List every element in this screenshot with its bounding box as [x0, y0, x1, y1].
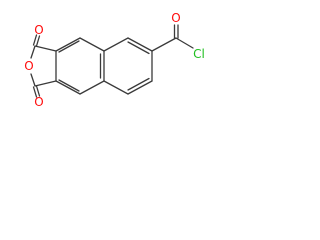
bond-c1-c9a: [34, 45, 57, 52]
chlorine-atom: Cl: [193, 47, 205, 61]
bond-lines: [30, 24, 194, 98]
bond-carbonyl-top-outer: [35, 35, 41, 47]
bond-c6-c5-double: [127, 77, 150, 91]
bond-c8-c7-double: [127, 41, 150, 55]
molecule-structure: O O O O Cl: [24, 11, 205, 109]
oxygen-atom-acyl: O: [171, 11, 180, 25]
bond-c9a-c9: [55, 37, 81, 52]
bond-c1-o-ring: [30, 45, 36, 59]
bond-carbonyl-bottom-inner: [32, 86, 38, 98]
oxygen-atom-top: O: [34, 23, 43, 37]
bond-c3a-c4: [55, 80, 81, 95]
bond-acyl-cl: [175, 37, 194, 49]
bond-c3-c3a: [34, 80, 57, 87]
bond-c8-c7: [127, 37, 153, 52]
bond-c9a-c9-double: [58, 40, 80, 53]
bond-c4-c4a: [79, 80, 105, 95]
bond-c9-c8a: [79, 37, 105, 52]
bond-c5-c4a: [103, 80, 129, 95]
bond-c3a-c4-double: [58, 79, 80, 92]
oxygen-atom-bottom: O: [34, 95, 43, 109]
bond-carbonyl-top-inner: [32, 34, 38, 46]
bond-c6-c5: [127, 80, 153, 95]
oxygen-atom-ring: O: [24, 59, 33, 73]
bond-c6-acyl: [151, 37, 177, 52]
bond-o-ring-c3: [30, 73, 36, 87]
bond-c8a-c8: [103, 37, 129, 52]
bond-carbonyl-bottom-outer: [35, 85, 41, 97]
